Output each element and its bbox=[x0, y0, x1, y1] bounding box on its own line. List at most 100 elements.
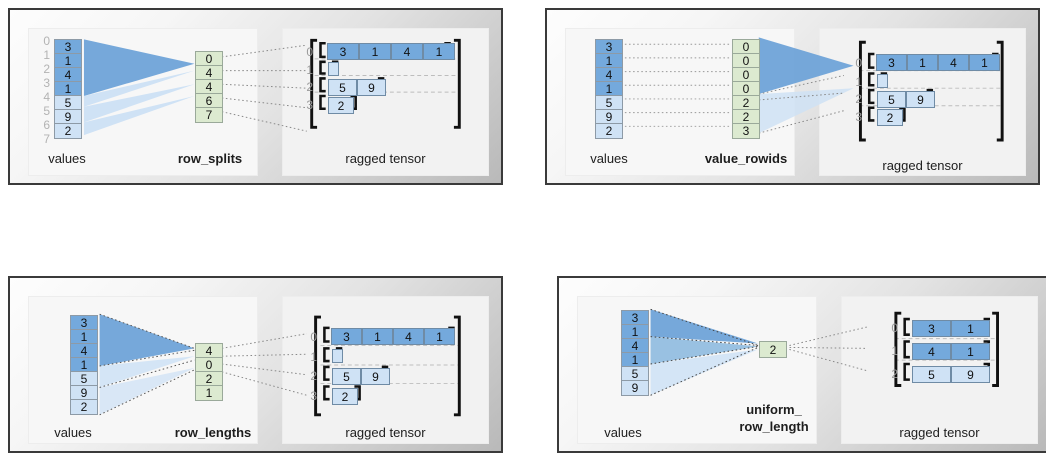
value-cell: 4 bbox=[622, 339, 648, 353]
ragged-cell: 3 bbox=[331, 328, 362, 345]
values-label: values bbox=[590, 151, 628, 166]
ragged-cell: 5 bbox=[912, 366, 951, 383]
partition-cell: 3 bbox=[733, 124, 759, 138]
partition-cell: 2 bbox=[760, 342, 786, 357]
partition-cell: 4 bbox=[196, 80, 222, 94]
values-column-row-splits: 3 1 4 1 5 9 2 bbox=[54, 39, 82, 139]
encoding-card-row-lengths bbox=[28, 296, 258, 444]
ragged-row-empty bbox=[877, 74, 888, 88]
value-cell: 1 bbox=[71, 358, 97, 372]
value-cell: 1 bbox=[622, 353, 648, 367]
ragged-tensor-label: ragged tensor bbox=[345, 151, 426, 166]
ragged-row-index: 3 bbox=[310, 389, 317, 403]
partition-column-value-rowids: 0 0 0 0 2 2 3 bbox=[732, 39, 760, 139]
ragged-row: 2 bbox=[328, 97, 354, 114]
ragged-cell: 1 bbox=[951, 320, 990, 337]
value-cell: 9 bbox=[596, 110, 622, 124]
ragged-cell: 3 bbox=[876, 54, 907, 71]
ragged-row: 3 1 bbox=[912, 320, 990, 337]
ragged-cell: 1 bbox=[424, 328, 455, 345]
ragged-row-index: 0 bbox=[855, 56, 862, 70]
encoding-label: row_lengths bbox=[174, 425, 252, 440]
ragged-cell: 1 bbox=[423, 43, 455, 60]
ragged-cell: 9 bbox=[951, 366, 990, 383]
ragged-row: 3 1 4 1 bbox=[876, 54, 1000, 71]
partition-cell: 0 bbox=[733, 82, 759, 96]
partition-cell: 2 bbox=[733, 110, 759, 124]
ragged-row: 5 9 bbox=[332, 368, 390, 385]
ragged-cell-empty bbox=[328, 62, 339, 76]
value-cell: 4 bbox=[71, 344, 97, 358]
value-cell: 2 bbox=[71, 400, 97, 414]
ragged-cell: 4 bbox=[393, 328, 424, 345]
value-cell: 3 bbox=[596, 40, 622, 54]
value-cell: 4 bbox=[596, 68, 622, 82]
ragged-row: 2 bbox=[877, 109, 903, 126]
ragged-row: 3 1 4 1 bbox=[331, 328, 455, 345]
value-cell: 5 bbox=[596, 96, 622, 110]
value-cell: 1 bbox=[622, 325, 648, 339]
value-index: 7 bbox=[43, 132, 50, 146]
ragged-cell: 5 bbox=[877, 91, 906, 108]
ragged-cell-empty bbox=[332, 349, 343, 363]
ragged-row-index: 2 bbox=[891, 367, 898, 381]
ragged-row-index: 1 bbox=[855, 75, 862, 89]
ragged-tensor-label: ragged tensor bbox=[899, 425, 980, 440]
ragged-row-index: 2 bbox=[306, 80, 313, 94]
ragged-cell: 1 bbox=[362, 328, 393, 345]
panel-uniform-row-length: 3 1 4 1 5 9 2 values uniform_ row_length… bbox=[557, 276, 1046, 453]
encoding-label: value_rowids bbox=[704, 151, 788, 166]
ragged-row-index: 2 bbox=[310, 369, 317, 383]
partition-cell: 7 bbox=[196, 108, 222, 122]
partition-cell: 4 bbox=[196, 66, 222, 80]
partition-cell: 6 bbox=[196, 94, 222, 108]
ragged-cell: 2 bbox=[328, 97, 354, 114]
value-cell: 1 bbox=[55, 54, 81, 68]
value-cell: 1 bbox=[596, 54, 622, 68]
ragged-cell: 4 bbox=[938, 54, 969, 71]
value-cell: 3 bbox=[71, 316, 97, 330]
ragged-row: 4 1 bbox=[912, 343, 990, 360]
value-index: 3 bbox=[43, 76, 50, 90]
ragged-tensor-label: ragged tensor bbox=[882, 158, 963, 173]
ragged-row-index: 1 bbox=[306, 63, 313, 77]
ragged-row-index: 3 bbox=[855, 110, 862, 124]
ragged-cell: 9 bbox=[906, 91, 935, 108]
ragged-cell: 1 bbox=[969, 54, 1000, 71]
value-index: 5 bbox=[43, 104, 50, 118]
ragged-cell: 1 bbox=[907, 54, 938, 71]
values-column-uniform-row-length: 3 1 4 1 5 9 bbox=[621, 310, 649, 396]
ragged-row-index: 1 bbox=[891, 344, 898, 358]
ragged-cell: 1 bbox=[359, 43, 391, 60]
value-index: 1 bbox=[43, 48, 50, 62]
ragged-cell: 9 bbox=[361, 368, 390, 385]
value-index: 6 bbox=[43, 118, 50, 132]
value-cell: 1 bbox=[55, 82, 81, 96]
values-column-row-lengths: 3 1 4 1 5 9 2 bbox=[70, 315, 98, 415]
encoding-label: row_splits bbox=[177, 151, 243, 166]
ragged-cell: 3 bbox=[327, 43, 359, 60]
partition-column-row-splits: 0 4 4 6 7 bbox=[195, 51, 223, 123]
ragged-cell: 5 bbox=[332, 368, 361, 385]
value-cell: 5 bbox=[55, 96, 81, 110]
value-cell: 1 bbox=[71, 330, 97, 344]
ragged-row: 5 9 bbox=[912, 366, 990, 383]
value-cell: 5 bbox=[622, 367, 648, 381]
partition-cell: 0 bbox=[733, 68, 759, 82]
values-label: values bbox=[604, 425, 642, 440]
panel-row-splits: 0 1 2 3 4 5 6 7 3 1 4 1 5 9 2 0 4 4 6 7 … bbox=[8, 8, 503, 185]
value-cell: 9 bbox=[55, 110, 81, 124]
ragged-cell-empty bbox=[877, 74, 888, 88]
value-cell: 3 bbox=[622, 311, 648, 325]
partition-cell: 0 bbox=[733, 54, 759, 68]
value-cell: 9 bbox=[622, 381, 648, 395]
ragged-row-empty bbox=[332, 349, 343, 363]
value-cell: 9 bbox=[71, 386, 97, 400]
value-cell: 5 bbox=[71, 372, 97, 386]
partition-cell: 0 bbox=[196, 52, 222, 66]
ragged-row: 5 9 bbox=[328, 79, 386, 96]
ragged-row-index: 3 bbox=[306, 98, 313, 112]
partition-column-row-lengths: 4 0 2 1 bbox=[195, 343, 223, 401]
partition-cell: 2 bbox=[196, 372, 222, 386]
value-index: 2 bbox=[43, 62, 50, 76]
